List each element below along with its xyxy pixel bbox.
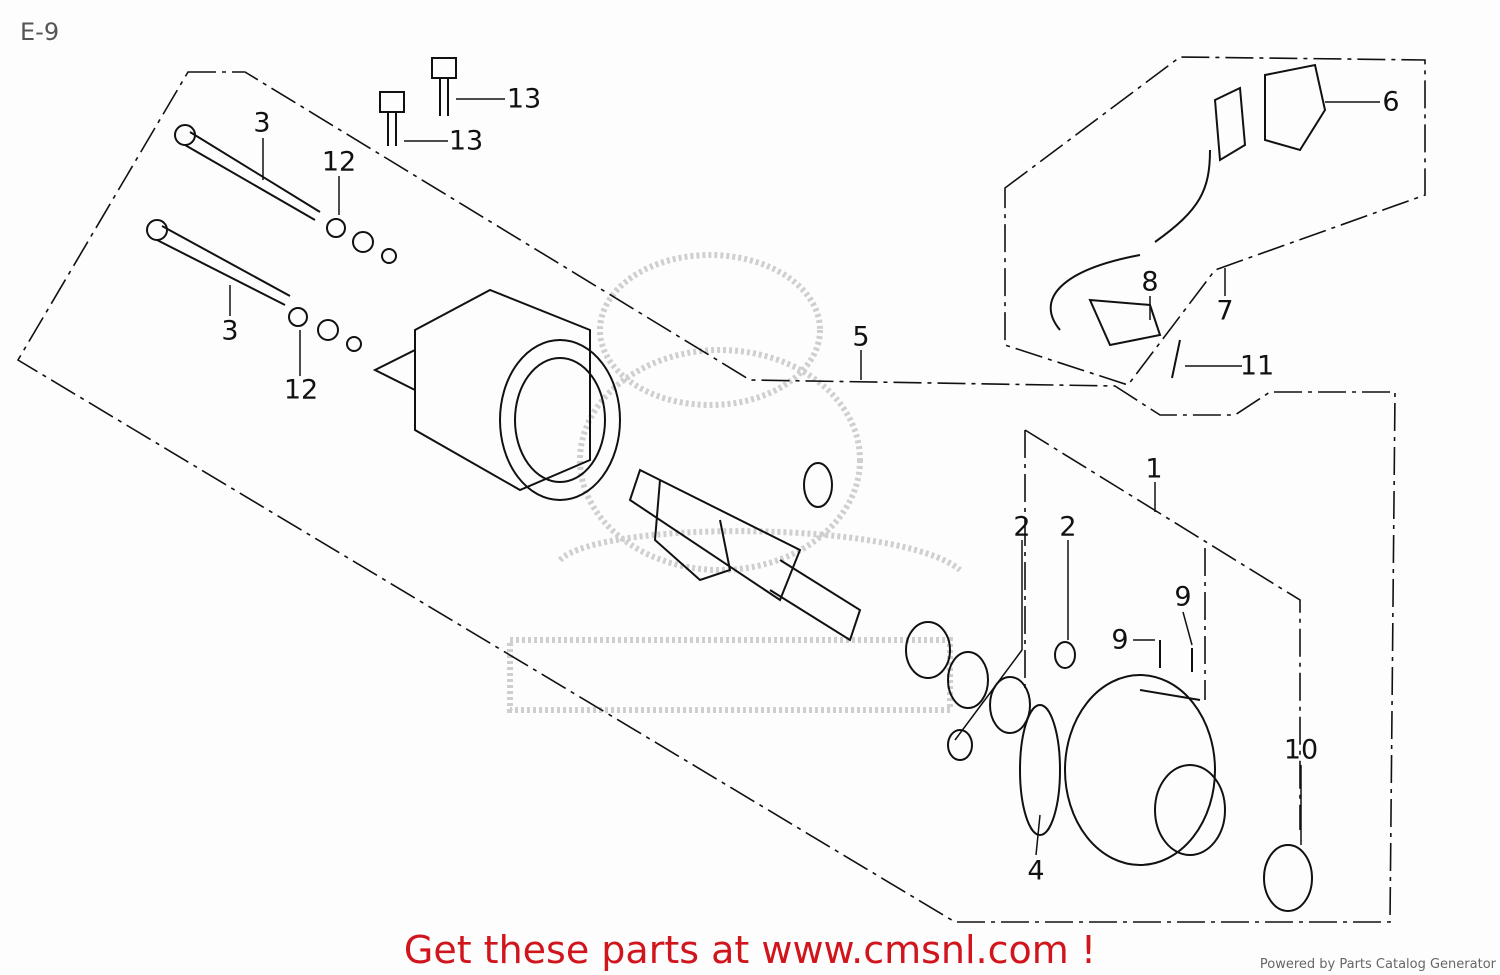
- callout-13a: 13: [506, 83, 542, 115]
- bolt-3-lower: [146, 219, 291, 306]
- callout-2a: 2: [1013, 511, 1031, 543]
- callout-8: 8: [1141, 266, 1159, 298]
- diagram-title: E-9: [20, 18, 60, 46]
- callout-3b: 3: [221, 315, 239, 347]
- callout-12a: 12: [321, 146, 357, 178]
- washers-12: [288, 218, 397, 352]
- armature: [628, 462, 862, 642]
- watermark-logo: [507, 252, 962, 713]
- terminal-wire-7: [1049, 86, 1247, 331]
- callout-4: 4: [1027, 855, 1045, 887]
- buy-parts-link[interactable]: Get these parts at www.cmsnl.com !: [403, 928, 1097, 972]
- screws-9: [1159, 640, 1193, 672]
- callout-6: 6: [1382, 86, 1400, 118]
- front-bracket-1: [1019, 674, 1226, 866]
- insulator-6: [1264, 63, 1327, 152]
- callout-1: 1: [1145, 453, 1163, 485]
- callout-9a: 9: [1174, 581, 1192, 613]
- o-ring-10: [1263, 844, 1313, 912]
- callout-7: 7: [1216, 295, 1234, 327]
- callout-11: 11: [1239, 350, 1275, 382]
- callout-9b: 9: [1111, 624, 1129, 656]
- callout-12b: 12: [283, 374, 319, 406]
- motor-yoke-5: [372, 288, 621, 501]
- brush-8: [1088, 298, 1162, 347]
- callout-5: 5: [852, 321, 870, 353]
- leader-lines: [229, 98, 1380, 856]
- callout-13b: 13: [448, 125, 484, 157]
- screw-11: [1171, 339, 1181, 379]
- powered-by-text: Powered by Parts Catalog Generator: [1259, 957, 1496, 972]
- washers-armature: [905, 621, 1076, 761]
- bolt-3-upper: [174, 124, 321, 221]
- bolts-13: [379, 57, 457, 146]
- callout-3a: 3: [253, 107, 271, 139]
- group-outline-main: [16, 56, 1426, 923]
- callout-2b: 2: [1059, 511, 1077, 543]
- callout-10: 10: [1283, 734, 1319, 766]
